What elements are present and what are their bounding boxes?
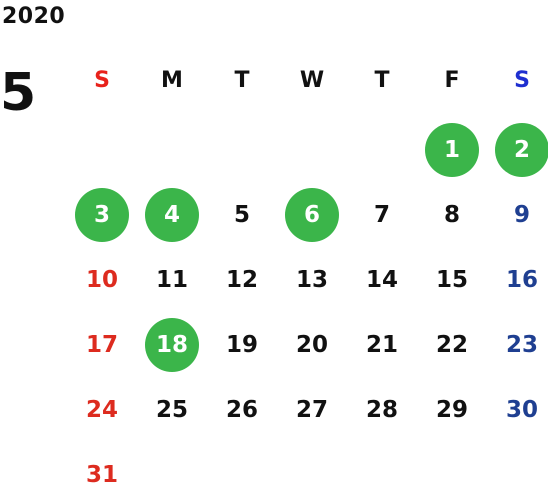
highlighted-day: 2 [495, 123, 548, 177]
highlighted-day: 4 [145, 188, 199, 242]
day-cell: 8 [443, 201, 460, 228]
highlighted-day: 3 [75, 188, 129, 242]
day-cell: 24 [85, 396, 118, 423]
day-cell: 5 [233, 201, 250, 228]
day-cell: 21 [365, 331, 398, 358]
month-label: 5 [0, 63, 37, 123]
day-cell: 28 [365, 396, 398, 423]
day-cell: 25 [155, 396, 188, 423]
day-cell: 11 [155, 266, 188, 293]
day-cell: 10 [85, 266, 118, 293]
day-cell: 30 [505, 396, 538, 423]
day-cell: 22 [435, 331, 468, 358]
day-cell: 27 [295, 396, 328, 423]
day-cell: 13 [295, 266, 328, 293]
day-cell: 23 [505, 331, 538, 358]
weekday-monday: M [161, 68, 183, 93]
year-label: 2020 [2, 4, 66, 29]
weekday-sunday: S [94, 68, 110, 93]
day-cell: 9 [513, 201, 530, 228]
day-cell: 12 [225, 266, 258, 293]
day-cell: 31 [85, 461, 118, 488]
weekday-saturday: S [514, 68, 530, 93]
day-cell: 29 [435, 396, 468, 423]
day-cell: 26 [225, 396, 258, 423]
weekday-wednesday: W [299, 68, 325, 93]
highlighted-day: 18 [145, 318, 199, 372]
day-cell: 7 [373, 201, 390, 228]
weekday-tuesday: T [234, 68, 250, 93]
day-cell: 17 [85, 331, 118, 358]
highlighted-day: 6 [285, 188, 339, 242]
day-cell: 16 [505, 266, 538, 293]
day-cell: 15 [435, 266, 468, 293]
day-cell: 19 [225, 331, 258, 358]
weekday-friday: F [444, 68, 460, 93]
day-cell: 14 [365, 266, 398, 293]
highlighted-day: 1 [425, 123, 479, 177]
weekday-thursday: T [374, 68, 390, 93]
day-cell: 20 [295, 331, 328, 358]
